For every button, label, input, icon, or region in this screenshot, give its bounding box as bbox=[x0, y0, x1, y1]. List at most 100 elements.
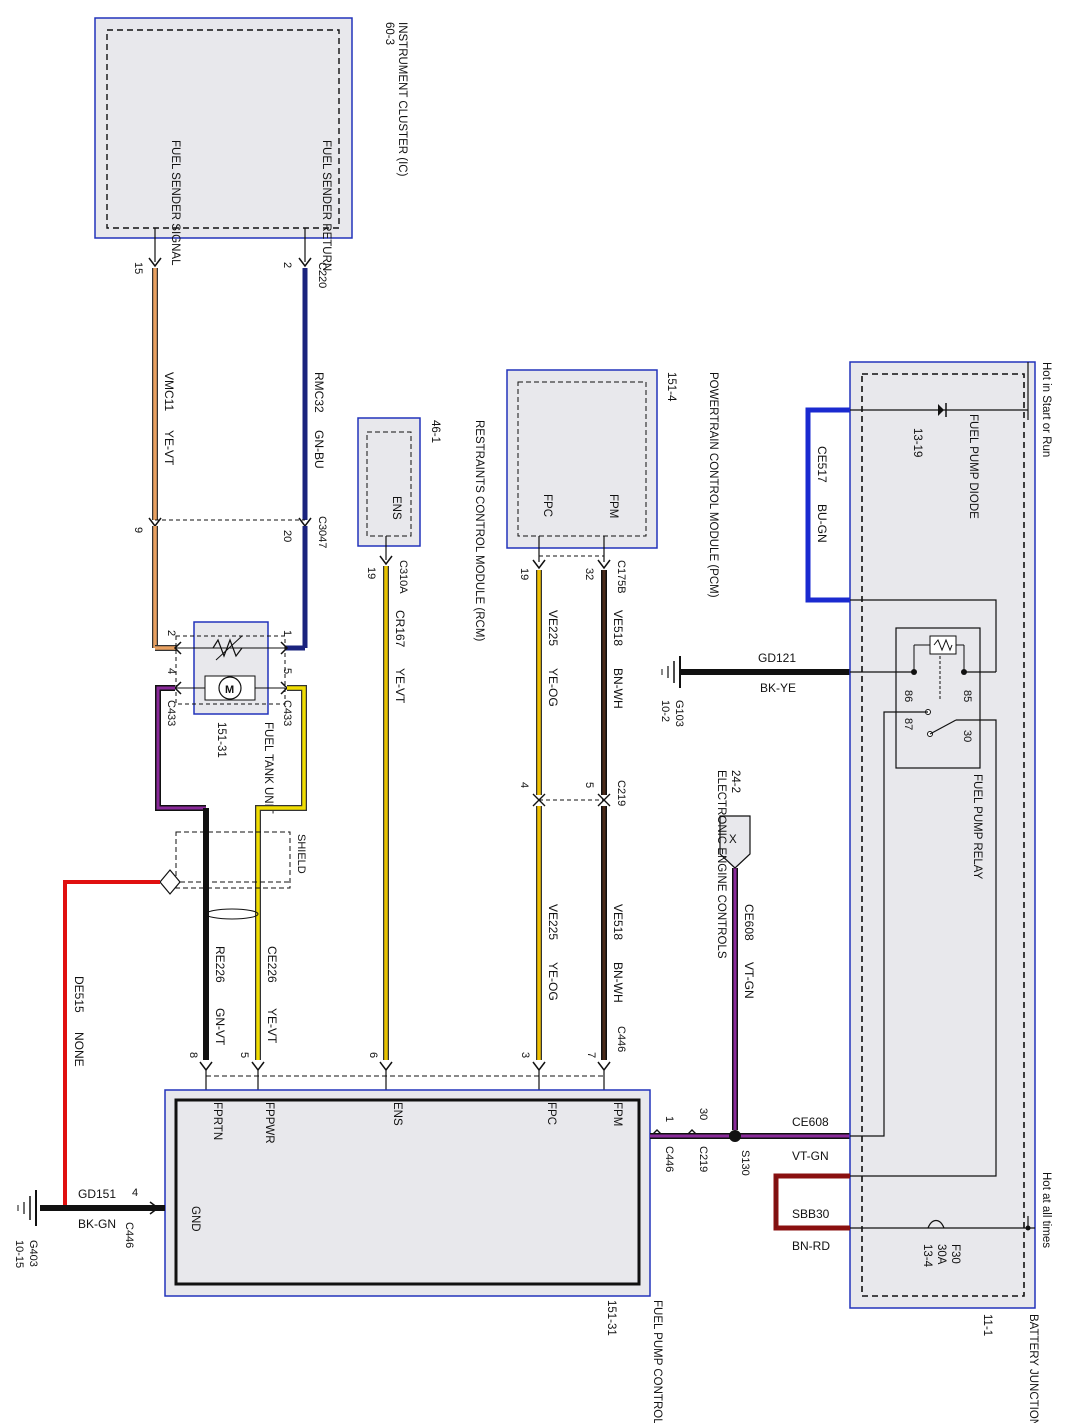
instrument-cluster-module: INSTRUMENT CLUSTER (IC) 60-3 FUEL SENDER… bbox=[94, 17, 408, 271]
fuse-icon bbox=[927, 1219, 945, 1229]
gd151-circuit: GD151 bbox=[78, 1187, 116, 1201]
pin-c220-ret: 2 bbox=[281, 262, 293, 268]
fptu-ref: 151-31 bbox=[215, 722, 227, 758]
pcm-ref: 151-4 bbox=[665, 372, 677, 402]
fptu-title: FUEL TANK UNIT bbox=[262, 722, 274, 814]
pin-c446-fpc: 3 bbox=[519, 1052, 531, 1058]
eec-symbol: X bbox=[729, 834, 737, 846]
rcm-pin-ens: ENS bbox=[390, 496, 402, 520]
wire-ce517 bbox=[805, 407, 850, 603]
ce226-color: YE-VT bbox=[265, 1008, 279, 1044]
pin-c220-sig: 15 bbox=[132, 262, 144, 274]
g403-name: G403 bbox=[27, 1240, 39, 1267]
relay-pin-87: 87 bbox=[902, 718, 914, 730]
c433-label-b: C433 bbox=[165, 700, 177, 726]
pin-c446-gnd: 4 bbox=[132, 1187, 138, 1199]
relay-title: FUEL PUMP RELAY bbox=[971, 774, 983, 880]
pin-c446-fprtn: 8 bbox=[187, 1052, 199, 1058]
fuse-ref: 13-4 bbox=[921, 1244, 933, 1268]
c446-label-a: C446 bbox=[615, 1026, 627, 1052]
fpcm-pin-gnd: GND bbox=[189, 1206, 201, 1232]
pin-c175b-fpc: 19 bbox=[518, 568, 530, 580]
fpcm-pin-fpc: FPC bbox=[545, 1102, 557, 1125]
eec-connector-icon bbox=[719, 815, 751, 869]
de515-color: NONE bbox=[72, 1032, 86, 1067]
ic-pin-signal: FUEL SENDER SIGNAL bbox=[169, 140, 181, 266]
fuel-sender-icon bbox=[212, 638, 243, 658]
fpcm-pin-fprtn: FPRTN bbox=[211, 1102, 223, 1140]
pin-c446-fppwr: 5 bbox=[238, 1052, 250, 1058]
rcm-ref: 46-1 bbox=[429, 420, 441, 443]
de515-circuit: DE515 bbox=[72, 976, 86, 1013]
sbb30-color: BN-RD bbox=[792, 1239, 830, 1253]
splice-s130 bbox=[729, 1130, 741, 1142]
ce517-color: BU-GN bbox=[815, 504, 829, 543]
c219-label-b: C219 bbox=[697, 1146, 709, 1172]
ve225b-circuit: VE225 bbox=[546, 904, 560, 940]
gd151-color: BK-GN bbox=[78, 1217, 116, 1231]
restraints-control-module: RESTRAINTS CONTROL MODULE (RCM) 46-1 ENS bbox=[357, 417, 485, 641]
ce517-circuit: CE517 bbox=[815, 446, 829, 483]
pin-c219-fpm: 5 bbox=[583, 782, 595, 788]
ce608b-circuit: CE608 bbox=[792, 1115, 829, 1129]
fuel-pump-control-module: FPM FPC ENS FPPWR FPRTN GND FUEL PUMP CO… bbox=[164, 1089, 663, 1423]
ve518b-color: BN-WH bbox=[611, 962, 625, 1003]
svg-text:M: M bbox=[225, 684, 234, 696]
bjb-title: BATTERY JUNCTION BOX (BJB) bbox=[1027, 1314, 1039, 1423]
g403-ref: 10-15 bbox=[13, 1240, 25, 1268]
ic-pin-return: FUEL SENDER RETURN bbox=[320, 140, 332, 271]
relay-pin-86: 86 bbox=[902, 690, 914, 702]
ground-g403-icon bbox=[17, 1190, 37, 1226]
fuel-pump-relay: 85 86 87 30 bbox=[895, 627, 981, 769]
bjb-hot-run: Hot in Start or Run bbox=[1040, 362, 1052, 457]
c446-label-b: C446 bbox=[663, 1146, 675, 1172]
eec-title: ELECTRONIC ENGINE CONTROLS bbox=[715, 770, 727, 959]
sbb30-circuit: SBB30 bbox=[792, 1207, 830, 1221]
pin-c219-30: 30 bbox=[697, 1108, 709, 1120]
pcm-pin-fpc: FPC bbox=[541, 494, 553, 517]
pin-c446-1: 1 bbox=[663, 1116, 675, 1122]
re226-color: GN-VT bbox=[213, 1008, 227, 1046]
g103-name: G103 bbox=[673, 700, 685, 727]
rmc32-color: GN-BU bbox=[312, 430, 326, 469]
ground-g103-icon bbox=[661, 656, 681, 688]
c446-label-c: C446 bbox=[123, 1222, 135, 1248]
vmc11-circuit: VMC11 bbox=[162, 372, 176, 411]
ve518a-color: BN-WH bbox=[611, 668, 625, 709]
pin-c219-fpc: 4 bbox=[518, 782, 530, 788]
fuse-name: F30 bbox=[949, 1244, 961, 1264]
bjb-hot-all: Hot at all times bbox=[1040, 1172, 1052, 1248]
pcm-title: POWERTRAIN CONTROL MODULE (PCM) bbox=[707, 372, 719, 598]
wire-sbb30 bbox=[773, 1173, 850, 1231]
fuel-tank-unit: M FUEL TANK UNIT 151-31 bbox=[175, 621, 286, 814]
fuse-rating: 30A bbox=[935, 1244, 947, 1265]
gd121-color: BK-YE bbox=[760, 681, 796, 695]
relay-coil-icon bbox=[929, 635, 957, 655]
ve225a-circuit: VE225 bbox=[546, 610, 560, 646]
ic-ref: 60-3 bbox=[383, 22, 395, 45]
pin-fptu-5: 5 bbox=[281, 668, 293, 674]
relay-pin-30: 30 bbox=[961, 730, 973, 742]
pin-c446-fpm: 7 bbox=[585, 1052, 597, 1058]
c220-label: C220 bbox=[316, 262, 328, 288]
pump-motor-icon bbox=[218, 676, 242, 700]
connector-chevron bbox=[148, 257, 162, 268]
shield-label: SHIELD bbox=[295, 834, 307, 874]
diode-icon bbox=[938, 404, 944, 416]
ce226-circuit: CE226 bbox=[265, 946, 279, 983]
ve518b-circuit: VE518 bbox=[611, 904, 625, 940]
ve518a-circuit: VE518 bbox=[611, 610, 625, 646]
fpcm-pin-fpm: FPM bbox=[611, 1102, 623, 1126]
c3047-label: C3047 bbox=[316, 516, 328, 548]
re226-circuit: RE226 bbox=[213, 946, 227, 983]
eec-ref: 24-2 bbox=[729, 770, 741, 793]
wire-ce226 bbox=[255, 685, 307, 1060]
fpcm-pin-fppwr: FPPWR bbox=[263, 1102, 275, 1144]
ve225b-color: YE-OG bbox=[546, 962, 560, 1001]
pin-c310a: 19 bbox=[365, 567, 377, 579]
shield-ground-icon bbox=[159, 869, 181, 895]
c446-chevrons bbox=[199, 1061, 611, 1072]
wire-de515 bbox=[42, 880, 160, 1210]
relay-pin-85: 85 bbox=[961, 690, 973, 702]
